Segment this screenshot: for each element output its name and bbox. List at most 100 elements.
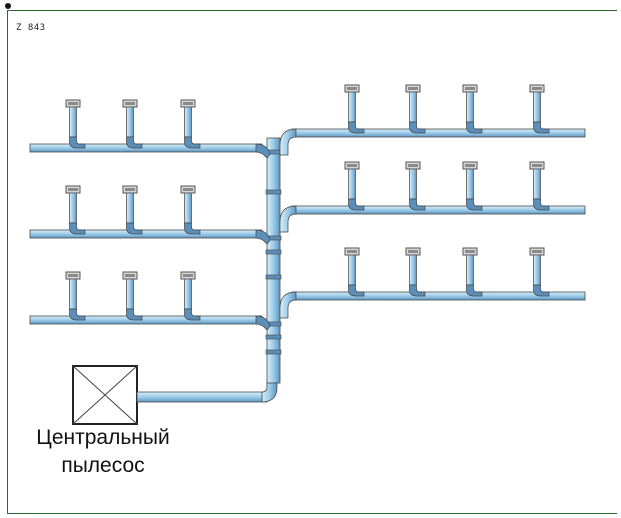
inlet-elbow xyxy=(184,308,201,321)
inlet-drop-pipe xyxy=(409,91,417,123)
inlet-elbow xyxy=(184,222,201,235)
riser-coupling xyxy=(265,349,282,355)
inlet-elbow xyxy=(409,284,426,297)
inlet-elbow xyxy=(126,308,143,321)
right-branch-row xyxy=(279,161,586,233)
vacuum-inlet xyxy=(122,185,143,235)
left-branch-row xyxy=(29,99,271,159)
inlet-valve-plate xyxy=(125,102,135,105)
vacuum-inlet xyxy=(344,247,365,297)
riser-coupling xyxy=(265,274,282,280)
inlet-elbow xyxy=(409,198,426,211)
inlet-drop-pipe xyxy=(184,106,192,138)
inlet-drop-pipe xyxy=(348,254,356,286)
inlet-valve-plate xyxy=(408,87,418,90)
inlet-elbow xyxy=(69,222,86,235)
inlet-valve-plate xyxy=(183,102,193,105)
inlet-drop-pipe xyxy=(69,106,77,138)
diagram-frame xyxy=(7,10,617,514)
vacuum-inlet xyxy=(344,84,365,134)
inlet-valve-plate xyxy=(465,87,475,90)
left-branch-tee xyxy=(255,315,271,331)
right-branch-bend xyxy=(279,291,297,319)
inlet-valve-plate xyxy=(68,188,78,191)
vacuum-inlet xyxy=(180,271,201,321)
inlet-drop-pipe xyxy=(533,91,541,123)
left-branches xyxy=(29,99,271,331)
right-branch-row xyxy=(279,247,586,319)
caption-line-1: Центральный xyxy=(36,426,170,449)
inlet-elbow xyxy=(184,136,201,149)
inlet-valve-plate xyxy=(532,87,542,90)
inlet-valve-plate xyxy=(125,188,135,191)
inlet-elbow xyxy=(409,121,426,134)
vacuum-inlet xyxy=(65,271,86,321)
left-branch-pipe xyxy=(29,143,263,153)
vacuum-unit-caption: Центральный пылесос xyxy=(8,424,198,480)
riser-coupling xyxy=(265,189,282,195)
right-branch-row xyxy=(279,84,586,156)
vacuum-inlet xyxy=(122,99,143,149)
inlet-drop-pipe xyxy=(69,192,77,224)
left-branch-row xyxy=(29,271,271,331)
left-branch-pipe xyxy=(29,229,263,239)
vacuum-inlet xyxy=(462,247,483,297)
inlet-elbow xyxy=(69,136,86,149)
right-branch-bend xyxy=(279,205,297,233)
inlet-valve-plate xyxy=(68,274,78,277)
inlet-valve-plate xyxy=(465,164,475,167)
inlet-valve-plate xyxy=(408,250,418,253)
inlet-elbow xyxy=(126,222,143,235)
riser-coupling xyxy=(265,249,282,255)
inlet-valve-plate xyxy=(125,274,135,277)
vacuum-inlet xyxy=(462,84,483,134)
inlet-valve-plate xyxy=(183,274,193,277)
inlet-drop-pipe xyxy=(348,91,356,123)
inlet-drop-pipe xyxy=(348,168,356,200)
right-branch-bend xyxy=(279,128,297,156)
inlet-drop-pipe xyxy=(409,168,417,200)
vacuum-inlet xyxy=(65,99,86,149)
inlet-elbow xyxy=(533,198,550,211)
vacuum-inlet xyxy=(65,185,86,235)
riser-coupling xyxy=(265,334,282,340)
vertical-riser xyxy=(265,137,282,384)
right-branches xyxy=(279,84,586,319)
vacuum-inlet xyxy=(122,271,143,321)
inlet-elbow xyxy=(348,198,365,211)
inlet-drop-pipe xyxy=(126,278,134,310)
inlet-elbow xyxy=(533,284,550,297)
vacuum-inlet xyxy=(529,247,550,297)
inlet-elbow xyxy=(533,121,550,134)
vacuum-inlet xyxy=(180,99,201,149)
vacuum-inlet xyxy=(529,161,550,211)
inlet-valve-plate xyxy=(183,188,193,191)
inlet-drop-pipe xyxy=(533,254,541,286)
inlet-elbow xyxy=(348,284,365,297)
inlet-drop-pipe xyxy=(409,254,417,286)
inlet-elbow xyxy=(69,308,86,321)
vacuum-inlet xyxy=(405,84,426,134)
inlet-valve-plate xyxy=(532,164,542,167)
inlet-drop-pipe xyxy=(466,254,474,286)
inlet-drop-pipe xyxy=(126,106,134,138)
inlet-valve-plate xyxy=(408,164,418,167)
inlet-drop-pipe xyxy=(126,192,134,224)
inlet-valve-plate xyxy=(465,250,475,253)
left-branch-tee xyxy=(255,229,271,245)
central-vacuum-unit xyxy=(72,365,138,425)
vacuum-inlet xyxy=(405,161,426,211)
left-branch-row xyxy=(29,185,271,245)
main-supply-pipe xyxy=(136,379,278,403)
inlet-valve-plate xyxy=(347,87,357,90)
drawing-code: Z 843 xyxy=(16,23,46,33)
inlet-elbow xyxy=(126,136,143,149)
inlet-valve-plate xyxy=(347,164,357,167)
inlet-valve-plate xyxy=(532,250,542,253)
inlet-drop-pipe xyxy=(533,168,541,200)
bullet-marker xyxy=(5,3,11,9)
vacuum-unit-cross-b xyxy=(72,365,138,425)
vacuum-inlet xyxy=(462,161,483,211)
vacuum-inlet xyxy=(405,247,426,297)
